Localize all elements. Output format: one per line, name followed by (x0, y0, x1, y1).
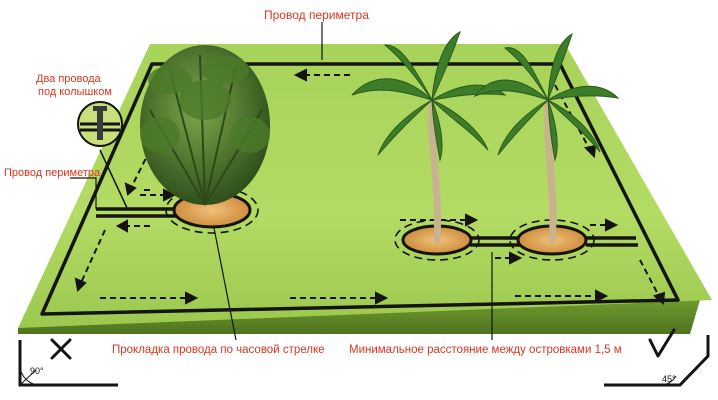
angle-45-label: 45° (662, 374, 676, 384)
label-perimeter-top: Провод периметра (264, 8, 369, 22)
label-two-wires-line2: под колышком (38, 86, 112, 98)
wrong-x-icon (50, 338, 72, 360)
corner-wrong-example (18, 340, 118, 387)
peg-zoom-icon (77, 101, 129, 211)
angle-90-label: 90° (30, 366, 44, 376)
leader-lines (70, 22, 493, 341)
direction-arrows (74, 68, 666, 306)
perimeter-wire (40, 62, 680, 316)
label-clockwise: Прокладка провода по часовой стрелке (112, 344, 325, 356)
check-mark-icon (648, 328, 676, 358)
label-perimeter-left: Провод периметра (4, 167, 101, 179)
label-two-wires-line1: Два провода (36, 73, 101, 85)
fan-palm-bush (140, 45, 270, 206)
palm-tree-right (473, 32, 620, 244)
label-min-distance: Минимальное расстояние между островками … (349, 344, 622, 356)
corner-right-example (604, 335, 710, 387)
